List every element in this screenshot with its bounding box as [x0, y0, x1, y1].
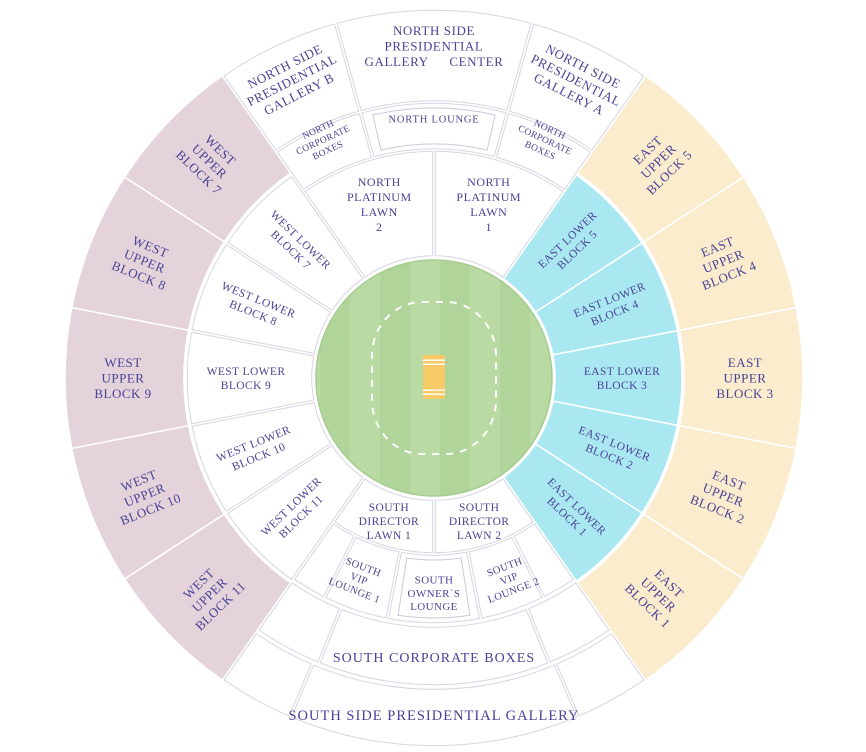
section-label: WESTUPPERBLOCK 8 [110, 229, 180, 293]
section-south-owners-lounge[interactable] [388, 551, 480, 624]
thirty-yard-circle [371, 301, 497, 455]
section-label: NORTH LOUNGE [389, 115, 480, 126]
section-label: SOUTH CORPORATE BOXES [333, 651, 535, 666]
south-gallery-wedge-left [223, 633, 312, 717]
section-west-upper-block-11[interactable] [125, 515, 290, 680]
section-south-vip-lounge-2[interactable] [468, 536, 543, 619]
section-south-corporate-boxes[interactable] [319, 608, 549, 686]
section-south-director-lawn-1[interactable] [334, 478, 434, 554]
section-east-upper-block-2[interactable] [644, 426, 796, 578]
pitch [423, 355, 445, 399]
section-east-upper-block-4[interactable] [644, 178, 796, 330]
section-south-vip-lounge-1[interactable] [325, 536, 400, 619]
section-east-lower-block-4[interactable] [536, 244, 677, 354]
section-east-lower-block-3[interactable] [553, 331, 682, 425]
section-north-corporate-boxes-right[interactable] [495, 113, 592, 191]
section-inset-border [397, 557, 471, 619]
section-west-upper-block-9[interactable] [65, 308, 188, 448]
section-label: SOUTH SIDE PRESIDENTIAL GALLERY [288, 708, 579, 724]
section-north-corporate-boxes-left[interactable] [276, 113, 373, 191]
section-west-lower-block-7[interactable] [227, 175, 364, 311]
south-vip-wedge-right [513, 523, 574, 598]
south-corporate-wedge-left [258, 582, 341, 663]
section-north-platinum-lawn-1[interactable] [434, 150, 564, 278]
section-west-lower-block-8[interactable] [191, 244, 332, 354]
section-west-lower-block-11[interactable] [227, 445, 364, 581]
south-vip-wedge-left [294, 523, 355, 598]
section-north-side-presidential-gallery-b[interactable] [223, 23, 360, 151]
section-east-upper-block-3[interactable] [680, 308, 803, 448]
section-north-side-presidential-gallery-a[interactable] [508, 23, 645, 151]
section-south-director-lawn-2[interactable] [434, 478, 534, 554]
south-corporate-wedge-right [527, 582, 610, 663]
south-gallery-wedge-right [556, 633, 645, 717]
section-west-lower-block-9[interactable] [186, 331, 315, 425]
section-north-platinum-lawn-2[interactable] [304, 150, 434, 278]
section-west-lower-block-10[interactable] [191, 402, 332, 512]
section-south-side-presidential-gallery[interactable] [290, 664, 578, 747]
section-west-upper-block-8[interactable] [72, 178, 224, 330]
section-east-lower-block-5[interactable] [504, 175, 641, 311]
section-north-side-presidential-gallery-center[interactable] [336, 9, 532, 112]
section-west-upper-block-10[interactable] [72, 426, 224, 578]
section-inset-border [372, 107, 496, 151]
section-east-upper-block-1[interactable] [578, 515, 743, 680]
section-east-lower-block-1[interactable] [504, 445, 641, 581]
section-north-lounge[interactable] [361, 102, 507, 158]
section-west-upper-block-7[interactable] [125, 76, 290, 241]
section-east-upper-block-5[interactable] [578, 76, 743, 241]
section-east-lower-block-2[interactable] [536, 402, 677, 512]
